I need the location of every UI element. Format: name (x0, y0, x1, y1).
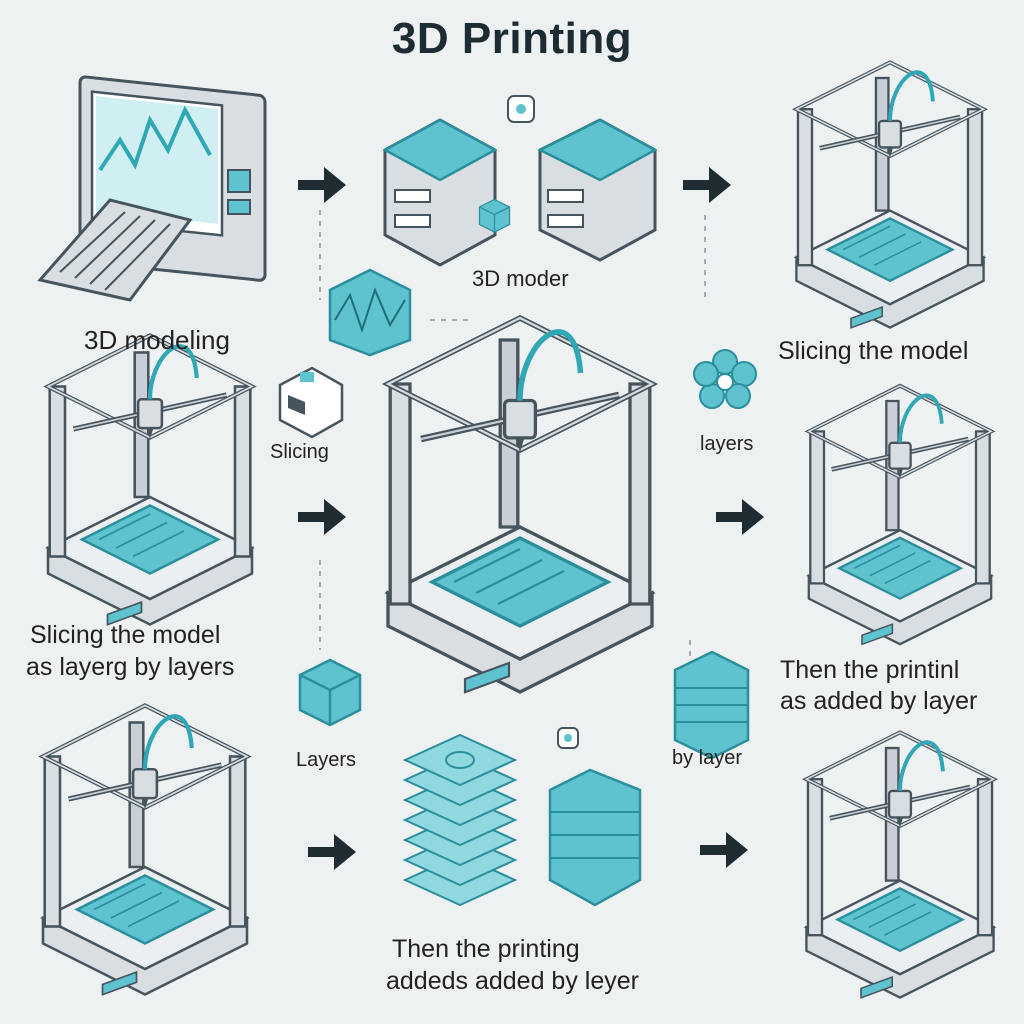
arrow-right-icon (683, 167, 731, 203)
layer-stack-icon (404, 734, 516, 906)
label-then-printing-line1: Then the printing (392, 935, 580, 963)
block-stack-icon (548, 727, 642, 907)
arrow-right-icon (298, 499, 346, 535)
layer-stack-icon (673, 650, 750, 760)
label-slicing-layers-line2: as layerg by layers (26, 653, 235, 681)
printer-icon (806, 732, 993, 997)
cube-icon (298, 658, 362, 727)
flower-icon (693, 349, 757, 409)
arrow-right-icon (716, 499, 764, 535)
label-slicing: Slicing (270, 441, 329, 463)
label-layers-mid: Layers (296, 749, 357, 771)
label-by-layer: by layer (672, 747, 743, 769)
waveform-cube-icon (328, 268, 412, 357)
label-slicing-the-model: Slicing the model (778, 337, 969, 365)
printer-icon (388, 318, 652, 692)
label-then-printinl-line2: as added by layer (780, 687, 978, 715)
label-3d-model: 3D moder (472, 266, 569, 291)
slicing-cube-icon (278, 366, 344, 439)
label-layers-top: layers (700, 433, 754, 455)
arrow-right-icon (308, 834, 356, 870)
arrow-right-icon (700, 832, 748, 868)
printer-icon (48, 336, 252, 625)
label-then-printinl-line1: Then the printinl (780, 656, 960, 684)
lock-icon (507, 95, 535, 123)
printer-icon (796, 62, 983, 327)
small-cube-icon (478, 198, 511, 233)
computer-icon (37, 75, 267, 302)
printer-icon (43, 706, 247, 995)
server-icon (382, 118, 658, 267)
printer-icon (809, 386, 991, 645)
page-title: 3D Printing (391, 14, 633, 63)
label-3d-modeling: 3D modeling (84, 325, 230, 355)
arrow-right-icon (298, 167, 346, 203)
label-then-printing-line2: addeds added by leyer (386, 967, 639, 995)
label-slicing-layers-line1: Slicing the model (30, 621, 221, 649)
